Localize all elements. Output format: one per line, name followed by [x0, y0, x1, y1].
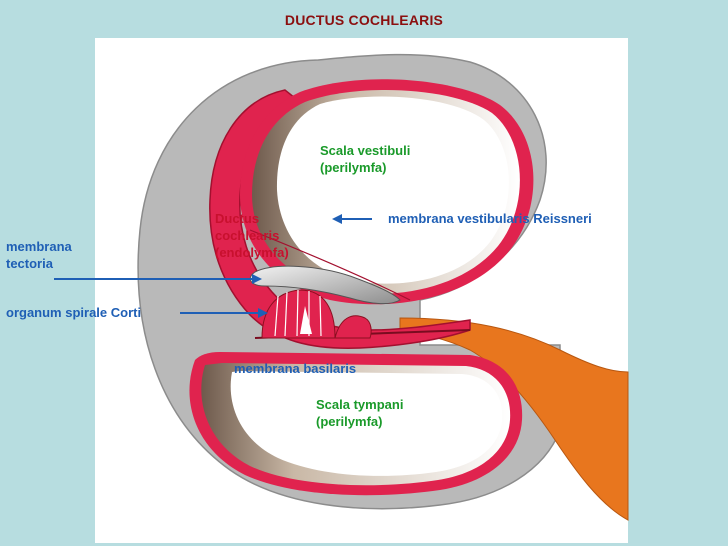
diagram-title: DUCTUS COCHLEARIS [284, 12, 444, 28]
label-membrana-basilaris: membrana basilaris [234, 361, 357, 376]
label-scala-vestibuli: Scala vestibuli (perilymfa) [320, 143, 411, 175]
label-ductus-cochlearis: Ductus cochlearis (endolymfa) [215, 211, 289, 260]
organ-of-corti [261, 289, 372, 339]
label-organum-spirale: organum spirale Corti [6, 305, 142, 320]
label-scala-tympani: Scala tympani (perilymfa) [316, 397, 404, 429]
label-membrana-tectoria: membrana tectoria [6, 239, 72, 271]
arrow-organum-spirale [180, 308, 268, 318]
cochlear-nerve [399, 317, 629, 521]
arrow-membrana-vestibularis [332, 214, 372, 224]
reissner-membrane [249, 229, 411, 301]
scala-tympani-inner [230, 371, 503, 476]
arrow-membrana-tectoria [54, 274, 262, 284]
tectorial-membrane [249, 265, 401, 305]
scala-vestibuli-inner [276, 96, 509, 284]
label-membrana-vestibularis: membrana vestibularis Reissneri [388, 211, 592, 226]
